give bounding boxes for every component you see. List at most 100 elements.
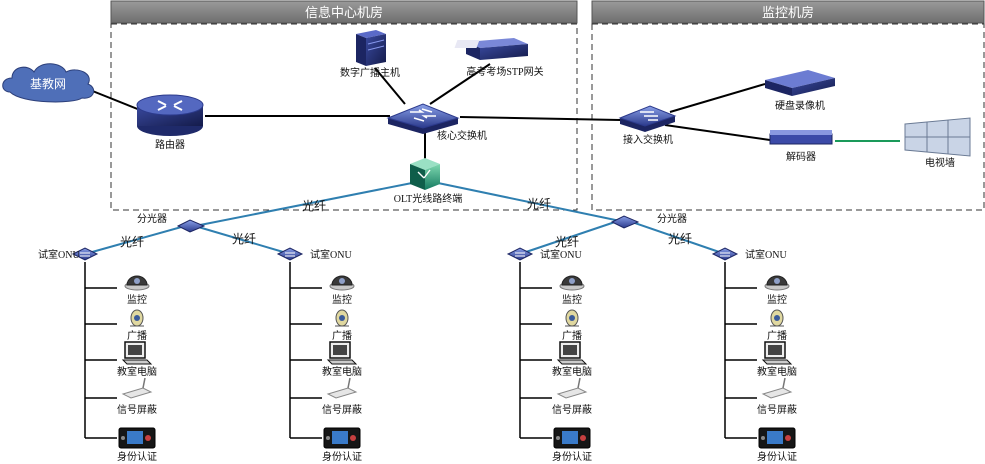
exam-stp-gateway: 高考考场STP网关 bbox=[454, 38, 544, 78]
splitter-label: 分光器 bbox=[657, 212, 687, 225]
endpoint-item: 监控 bbox=[725, 275, 790, 306]
computer-icon bbox=[761, 341, 793, 365]
router-icon bbox=[136, 94, 204, 136]
endpoint-label: 广播 bbox=[332, 329, 352, 342]
endpoint-label: 信号屏蔽 bbox=[552, 404, 592, 416]
endpoint-item: 教室电脑 bbox=[290, 341, 362, 378]
endpoint-label: 教室电脑 bbox=[117, 365, 157, 378]
endpoint-label: 广播 bbox=[127, 329, 147, 342]
wireless-ap-icon bbox=[556, 377, 588, 399]
id-reader-icon bbox=[553, 427, 591, 449]
endpoint-label: 身份认证 bbox=[552, 450, 592, 463]
endpoint-item: 信号屏蔽 bbox=[85, 377, 157, 416]
splitter-icon bbox=[176, 219, 206, 233]
endpoint-label: 教室电脑 bbox=[322, 365, 362, 378]
core-switch: 核心交换机 bbox=[386, 103, 487, 142]
wireless-ap-icon bbox=[121, 377, 153, 399]
endpoint-label: 教室电脑 bbox=[552, 365, 592, 378]
onu-label: 试室ONU bbox=[540, 248, 582, 261]
speaker-icon bbox=[130, 309, 144, 327]
endpoint-label: 监控 bbox=[332, 293, 352, 306]
decoder-icon bbox=[769, 130, 833, 145]
splitter-left: 分光器 bbox=[137, 212, 206, 233]
info-center-room: 信息中心机房 bbox=[110, 0, 578, 211]
computer-icon bbox=[326, 341, 358, 365]
endpoint-label: 广播 bbox=[562, 329, 582, 342]
endpoint-item: 信号屏蔽 bbox=[725, 377, 797, 416]
onu-switch-icon bbox=[71, 247, 99, 261]
endpoint-item: 广播 bbox=[725, 309, 787, 342]
id-reader-icon bbox=[758, 427, 796, 449]
computer-icon bbox=[121, 341, 153, 365]
tv-wall-icon bbox=[904, 117, 971, 157]
jiaoyu-net-cloud: 基教网 bbox=[2, 63, 95, 103]
stp-gateway-label: 高考考场STP网关 bbox=[466, 65, 543, 78]
server-icon bbox=[356, 30, 386, 66]
decoder: 解码器 bbox=[769, 130, 833, 163]
fiber-label: 光纤 bbox=[302, 199, 326, 213]
wireless-ap-icon bbox=[761, 377, 793, 399]
olt-label: OLT光线路终端 bbox=[394, 192, 463, 205]
splitter-icon bbox=[610, 215, 640, 229]
router-label: 路由器 bbox=[155, 138, 185, 151]
endpoint-item: 信号屏蔽 bbox=[520, 377, 592, 416]
endpoint-item: 教室电脑 bbox=[520, 341, 592, 378]
computer-icon bbox=[556, 341, 588, 365]
endpoint-item: 广播 bbox=[85, 309, 147, 342]
camera-icon bbox=[764, 275, 790, 291]
fiber-label: 光纤 bbox=[527, 197, 551, 211]
splitter-label: 分光器 bbox=[137, 212, 167, 225]
onu-switch-icon bbox=[711, 247, 739, 261]
switch-icon bbox=[618, 105, 677, 132]
camera-icon bbox=[329, 275, 355, 291]
backbone-links bbox=[84, 63, 771, 160]
onu-label: 试室ONU bbox=[745, 248, 787, 261]
olt-icon bbox=[410, 158, 440, 190]
endpoint-item: 监控 bbox=[290, 275, 355, 306]
endpoint-label: 身份认证 bbox=[117, 450, 157, 463]
endpoint-item: 身份认证 bbox=[520, 427, 592, 463]
tv-wall: 电视墙 bbox=[904, 117, 971, 169]
id-reader-icon bbox=[118, 427, 156, 449]
fiber-label: 光纤 bbox=[232, 232, 256, 246]
camera-icon bbox=[559, 275, 585, 291]
onu-switch-icon bbox=[276, 247, 304, 261]
endpoint-label: 监控 bbox=[767, 293, 787, 306]
endpoint-label: 信号屏蔽 bbox=[757, 404, 797, 416]
endpoint-label: 监控 bbox=[127, 293, 147, 306]
onu-switch-icon bbox=[506, 247, 534, 261]
endpoint-item: 身份认证 bbox=[725, 427, 797, 463]
endpoint-item: 监控 bbox=[520, 275, 585, 306]
wireless-ap-icon bbox=[326, 377, 358, 399]
hdd-recorder: 硬盘录像机 bbox=[765, 70, 835, 112]
endpoint-label: 身份认证 bbox=[757, 450, 797, 463]
endpoint-item: 信号屏蔽 bbox=[290, 377, 362, 416]
speaker-icon bbox=[335, 309, 349, 327]
endpoint-item: 广播 bbox=[290, 309, 352, 342]
onu-columns: 试室ONU监控广播教室电脑信号屏蔽身份认证试室ONU监控广播教室电脑信号屏蔽身份… bbox=[38, 247, 797, 463]
broadcast-host-label: 数字广播主机 bbox=[340, 66, 400, 79]
gateway-icon bbox=[454, 38, 528, 60]
tv-wall-label: 电视墙 bbox=[925, 156, 955, 169]
endpoint-label: 身份认证 bbox=[322, 450, 362, 463]
fiber-links bbox=[84, 182, 726, 255]
switch-icon bbox=[386, 103, 460, 134]
endpoint-item: 身份认证 bbox=[290, 427, 362, 463]
hdd-recorder-label: 硬盘录像机 bbox=[775, 99, 825, 112]
onu-label: 试室ONU bbox=[38, 248, 80, 261]
endpoint-item: 监控 bbox=[85, 275, 150, 306]
endpoint-item: 教室电脑 bbox=[725, 341, 797, 378]
jiaoyu-net-label: 基教网 bbox=[30, 76, 66, 91]
router: 路由器 bbox=[136, 94, 204, 151]
endpoint-label: 信号屏蔽 bbox=[117, 404, 157, 416]
endpoint-label: 信号屏蔽 bbox=[322, 404, 362, 416]
digital-broadcast-host: 数字广播主机 bbox=[340, 30, 400, 79]
monitor-room-title: 监控机房 bbox=[762, 5, 814, 21]
id-reader-icon bbox=[323, 427, 361, 449]
speaker-icon bbox=[770, 309, 784, 327]
endpoint-item: 教室电脑 bbox=[85, 341, 157, 378]
recorder-icon bbox=[765, 70, 835, 96]
